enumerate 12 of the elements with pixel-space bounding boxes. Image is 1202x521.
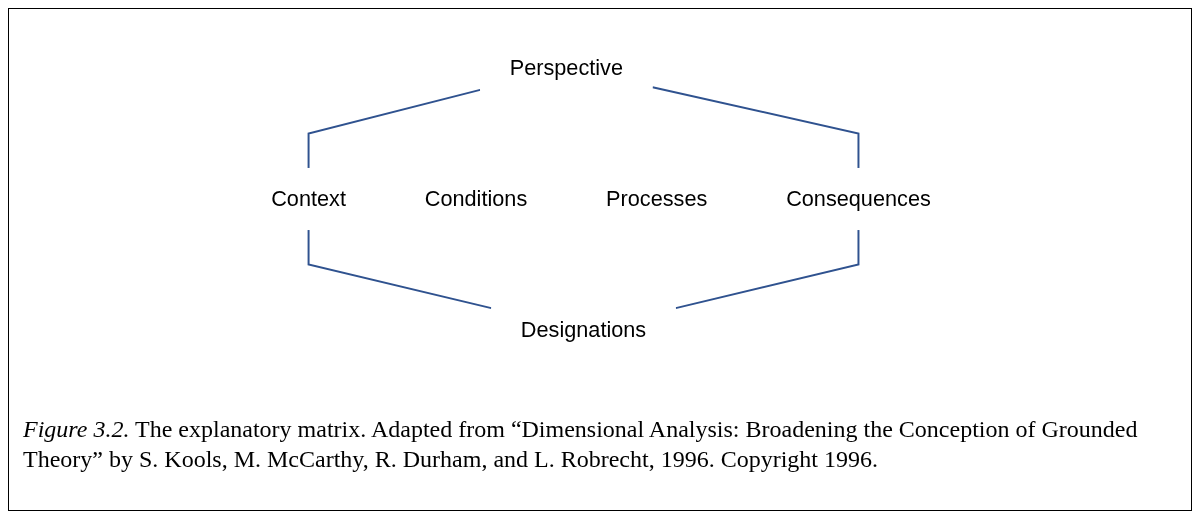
connector	[307, 88, 482, 169]
node-text: Perspective	[509, 55, 623, 81]
node-text: Consequences	[786, 186, 931, 212]
node-text: Context	[271, 186, 346, 212]
connector	[307, 229, 493, 310]
figure-caption: Figure 3.2. The explanatory matrix. Adapted from “Dimensional Analysis: Broadening the Conception of Grounded Theory” by S. Kools, M. McCarthy, R. Durham, and L. Robrecht, 1996. Copyright 1996.	[23, 415, 1139, 474]
node-text: Conditions	[424, 186, 528, 212]
connector	[674, 229, 860, 310]
node-text: Processes	[606, 186, 708, 212]
connector	[651, 86, 860, 169]
node-text: Designations	[520, 317, 647, 343]
diagram: Perspective Context Conditions Processes Consequences Designations	[159, 29, 1043, 369]
